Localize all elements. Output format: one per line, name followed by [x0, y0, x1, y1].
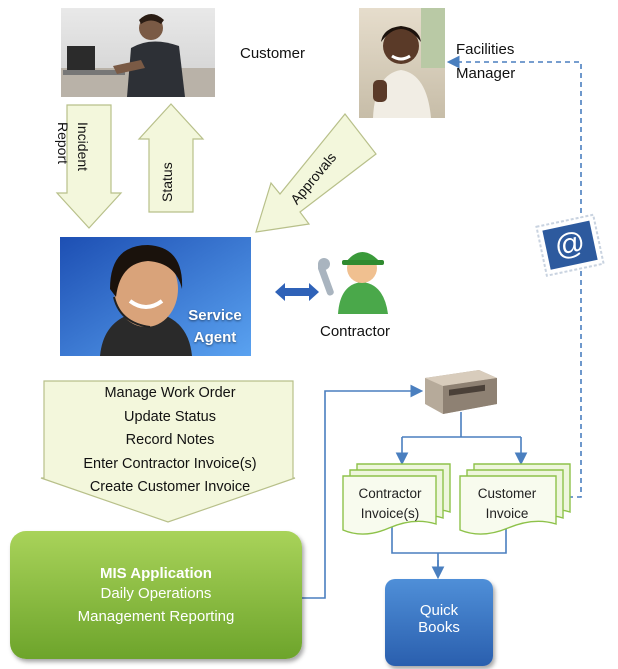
- printer-to-invoices-connector: [402, 412, 521, 438]
- quickbooks-box: Quick Books: [385, 579, 493, 666]
- customer-photo: [61, 8, 215, 97]
- customer-invoice-document-stack: [459, 463, 571, 535]
- mis-title: MIS Application: [100, 565, 212, 582]
- customer-invoice-line2: Invoice: [485, 506, 529, 521]
- service-label-line1: Service: [188, 307, 242, 324]
- mis-line-1: Daily Operations: [100, 585, 212, 602]
- incident-report-arrow: [55, 104, 123, 229]
- task-item: Create Customer Invoice: [89, 479, 251, 495]
- customer-label: Customer: [240, 45, 306, 62]
- email-at-symbol: @: [552, 225, 589, 264]
- mis-line-2: Management Reporting: [77, 608, 235, 625]
- contractor-label: Contractor: [320, 323, 391, 340]
- incident-label-line2: Report: [55, 122, 71, 165]
- email-at-icon: @: [531, 212, 611, 278]
- contractor-invoice-line2: Invoice(s): [360, 506, 420, 521]
- service-label-line2: Agent: [193, 329, 237, 346]
- quickbooks-line2: Books: [418, 619, 460, 636]
- invoice-to-manager-dashed-connector: [446, 55, 582, 498]
- task-item: Update Status: [124, 408, 216, 425]
- status-label: Status: [159, 162, 175, 202]
- status-arrow: [137, 103, 205, 213]
- service-agent-photo: Service Agent: [60, 237, 251, 356]
- printer-icon: [419, 364, 501, 416]
- facilities-manager-label: Facilities Manager: [456, 38, 515, 86]
- incident-report-label: Incident Report: [53, 122, 93, 171]
- contractor-invoice-line1: Contractor: [358, 486, 422, 501]
- approvals-arrow: [255, 113, 377, 233]
- facilities-label-line2: Manager: [456, 65, 516, 82]
- task-item: Manage Work Order: [104, 385, 236, 401]
- task-item: Enter Contractor Invoice(s): [83, 455, 257, 472]
- customer-invoice-line1: Customer: [477, 486, 537, 501]
- facilities-manager-photo: [359, 8, 445, 118]
- incident-label-line1: Incident: [75, 122, 91, 172]
- quickbooks-line1: Quick: [419, 602, 459, 619]
- service-agent-label: Service Agent: [182, 305, 248, 349]
- mis-application-box: MIS Application Daily Operations Managem…: [10, 531, 302, 659]
- contractor-invoice-document-stack: [342, 463, 451, 535]
- agent-contractor-double-arrow: [275, 283, 319, 301]
- facilities-label-line1: Facilities: [456, 41, 515, 58]
- task-item: Record Notes: [125, 432, 215, 448]
- contractor-invoice: Contractor Invoice(s): [346, 484, 434, 524]
- work-order-arrow: [40, 380, 296, 523]
- contractor-icon: [317, 234, 400, 314]
- work-order-task-list: Manage Work Order Update Status Record N…: [40, 382, 300, 500]
- customer-invoice: Customer Invoice: [462, 484, 552, 524]
- mis-to-printer-connector: [302, 384, 424, 599]
